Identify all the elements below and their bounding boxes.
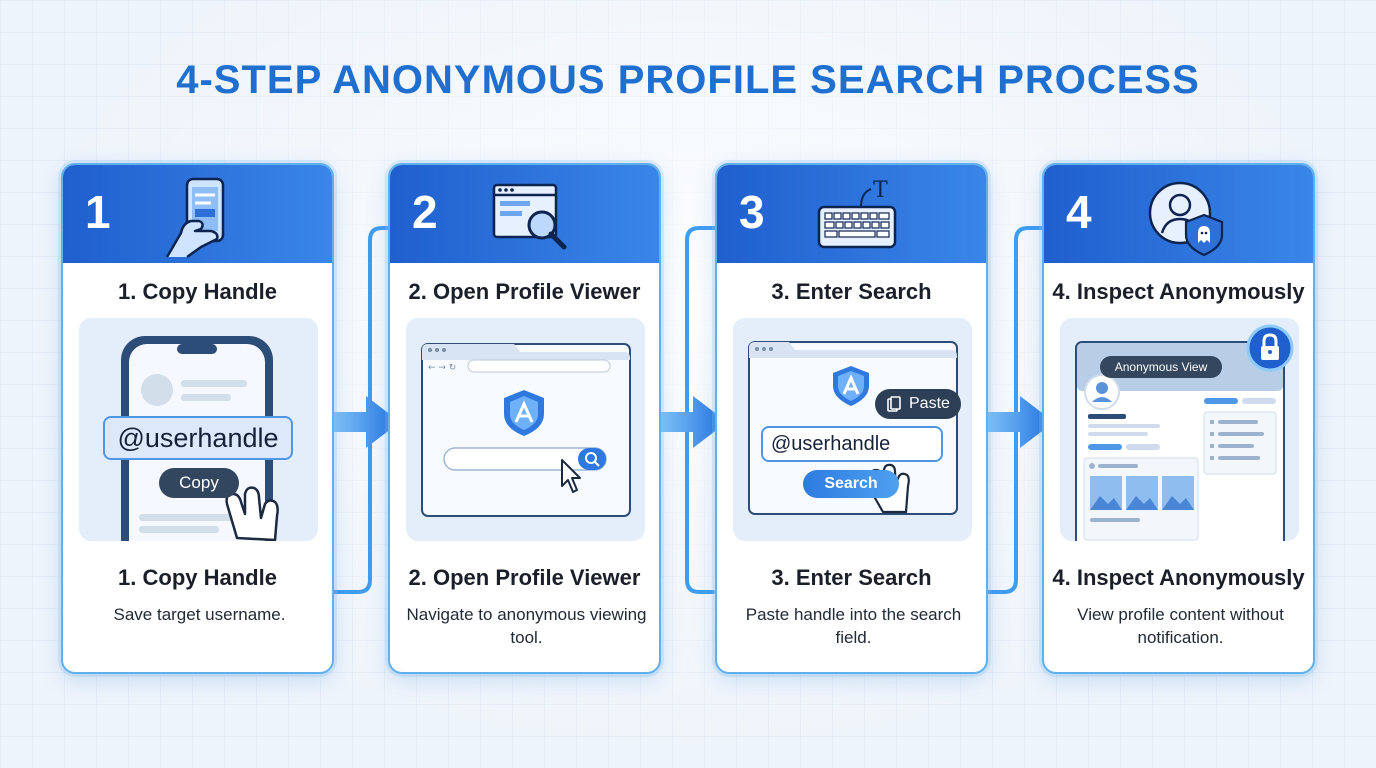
shield-logo-icon [833,366,869,406]
step-number: 2 [412,186,438,238]
profile-page-illustration [1075,324,1294,541]
profile-viewer-illustration: ← → ↻ [406,318,645,541]
step-heading: 4. Inspect Anonymously [1052,279,1305,304]
paste-label: Paste [909,395,950,412]
step-number: 1 [85,186,111,238]
flow-arrow-2 [651,396,727,448]
step-card-2: 2 2. Open Profile Viewer ← → ↻ [388,163,661,674]
step-number: 3 [739,186,765,238]
handle-text: @userhandle [103,416,293,460]
svg-text:T: T [873,178,888,203]
svg-text:← → ↻: ← → ↻ [428,363,456,373]
search-button[interactable]: Search [803,470,899,498]
paste-button[interactable]: Paste [875,389,961,419]
hand-holding-phone-icon [165,177,225,259]
step-number: 4 [1066,186,1092,238]
step-header: 1 [63,165,332,263]
step-caption-title: 2. Open Profile Viewer [408,565,641,590]
step-description: Paste handle into the search field. [745,605,962,647]
step-header: 3 T [717,165,986,263]
browser-magnifier-icon [492,183,567,250]
shield-logo-icon [504,390,544,436]
connector-line-2-3 [685,226,717,594]
step-card-1: 1 1. Copy Handle @userhandle Copy 1. Cop… [61,163,334,674]
search-input[interactable]: @userhandle [761,426,943,462]
step-card-4: 4 4. Inspect Anonymously [1042,163,1315,674]
step-caption-title: 3. Enter Search [771,565,932,590]
clipboard-icon [887,396,901,412]
browser-window-illustration: ← → ↻ [421,343,631,517]
anonymous-view-badge: Anonymous View [1100,356,1222,378]
step-description: Navigate to anonymous viewing tool. [406,605,647,647]
step-caption-title: 1. Copy Handle [118,565,277,590]
step-header: 4 [1044,165,1313,263]
flow-arrow-1 [324,396,400,448]
connector-line-3-4 [986,226,1044,594]
inspect-illustration: Anonymous View [1060,318,1299,541]
copy-handle-illustration: @userhandle Copy [79,318,318,541]
lock-badge-icon [1246,324,1294,372]
keyboard-icon: T [817,178,897,249]
user-ghost-shield-icon [1148,181,1224,257]
step-description: Save target username. [113,605,286,624]
step-description: View profile content without notificatio… [1077,605,1284,647]
step-heading: 3. Enter Search [771,279,932,304]
page-title: 4-STEP ANONYMOUS PROFILE SEARCH PROCESS [176,58,1200,102]
copy-button[interactable]: Copy [159,468,239,498]
step-header: 2 [390,165,659,263]
flow-arrow-3 [978,396,1054,448]
step-card-3: 3 T 3. Enter Search [715,163,988,674]
step-heading: 2. Open Profile Viewer [408,279,641,304]
step-heading: 1. Copy Handle [118,279,277,304]
step-caption-title: 4. Inspect Anonymously [1052,565,1305,590]
enter-search-illustration: Paste @userhandle Search [733,318,972,541]
